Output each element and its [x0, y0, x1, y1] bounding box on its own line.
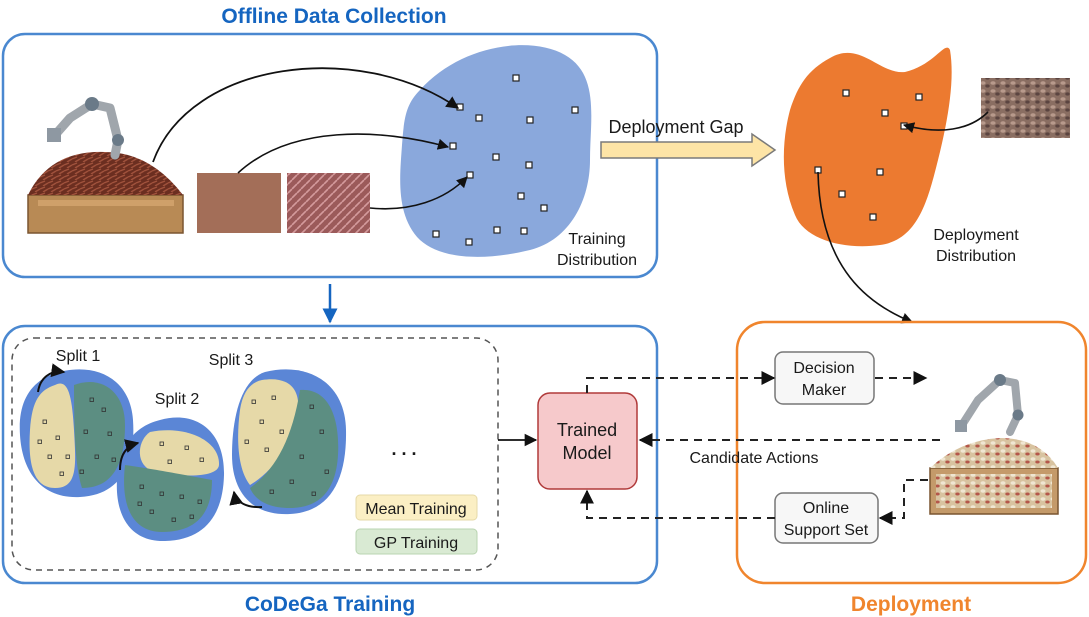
smooth-soil-tint [197, 173, 281, 233]
smooth-soil-image [197, 173, 281, 233]
mean-training-legend-box [355, 494, 478, 521]
trained-model-label-1: Trained [557, 420, 617, 440]
split-1-blob [19, 369, 134, 498]
trained-model-label-2: Model [562, 443, 611, 463]
gp-training-legend-label: GP Training [374, 535, 458, 552]
robot-mulch-image [27, 97, 184, 234]
more-splits-ellipsis: . . . [391, 439, 416, 459]
deployment-section-title: Deployment [851, 593, 971, 616]
decision-maker-label-1: Decision [793, 360, 854, 377]
rock-to-training-arrow [369, 176, 468, 210]
offline-section-title: Offline Data Collection [221, 5, 446, 28]
codega-section-title: CoDeGa Training [245, 593, 415, 616]
red-rock-image [287, 173, 370, 233]
robot-deployment-image [929, 374, 1059, 515]
candidate-actions-label: Candidate Actions [690, 450, 819, 467]
training-distribution-label-2: Distribution [557, 252, 637, 269]
robot-to-support-arrow [878, 479, 928, 525]
split-2-label: Split 2 [155, 391, 200, 408]
online-support-set-label-1: Online [803, 500, 849, 517]
split-3-blob [232, 369, 347, 515]
split-1-label: Split 1 [56, 348, 101, 365]
training-distribution-blob [400, 45, 592, 257]
deployment-distribution-blob [783, 47, 952, 247]
codega-section-box [1, 324, 659, 585]
distribution-to-deployment-arrow [817, 171, 914, 324]
deployment-gap-arrow [600, 132, 777, 168]
soil-to-training-arrow [237, 133, 450, 174]
training-points [432, 74, 579, 246]
deployment-gap-label: Deployment Gap [608, 117, 743, 137]
split-3-rotate-arrow [229, 490, 263, 509]
split-2-blob [116, 417, 225, 542]
gp-training-legend-box [355, 528, 478, 555]
split-1-rotate-arrow [37, 363, 66, 393]
support-to-model-arrow [580, 489, 775, 519]
online-support-set-label-2: Support Set [784, 522, 869, 539]
mulch-to-training-arrow [152, 67, 460, 163]
split-2-rotate-arrow [119, 439, 140, 471]
split-3-label: Split 3 [209, 352, 254, 369]
splits-dashed-box [11, 337, 499, 571]
deployment-distribution-label-2: Distribution [936, 248, 1016, 265]
decision-maker-label-2: Maker [802, 382, 847, 399]
deployment-distribution-label-1: Deployment [933, 227, 1019, 244]
mean-training-legend-label: Mean Training [365, 501, 466, 518]
gravel-to-deployment-arrow [902, 111, 989, 134]
model-to-decision-arrow [586, 371, 776, 393]
trained-model-box [537, 392, 638, 490]
gravel-image [981, 78, 1070, 138]
deployment-section-box [735, 320, 1088, 585]
training-distribution-label-1: Training [568, 231, 625, 248]
